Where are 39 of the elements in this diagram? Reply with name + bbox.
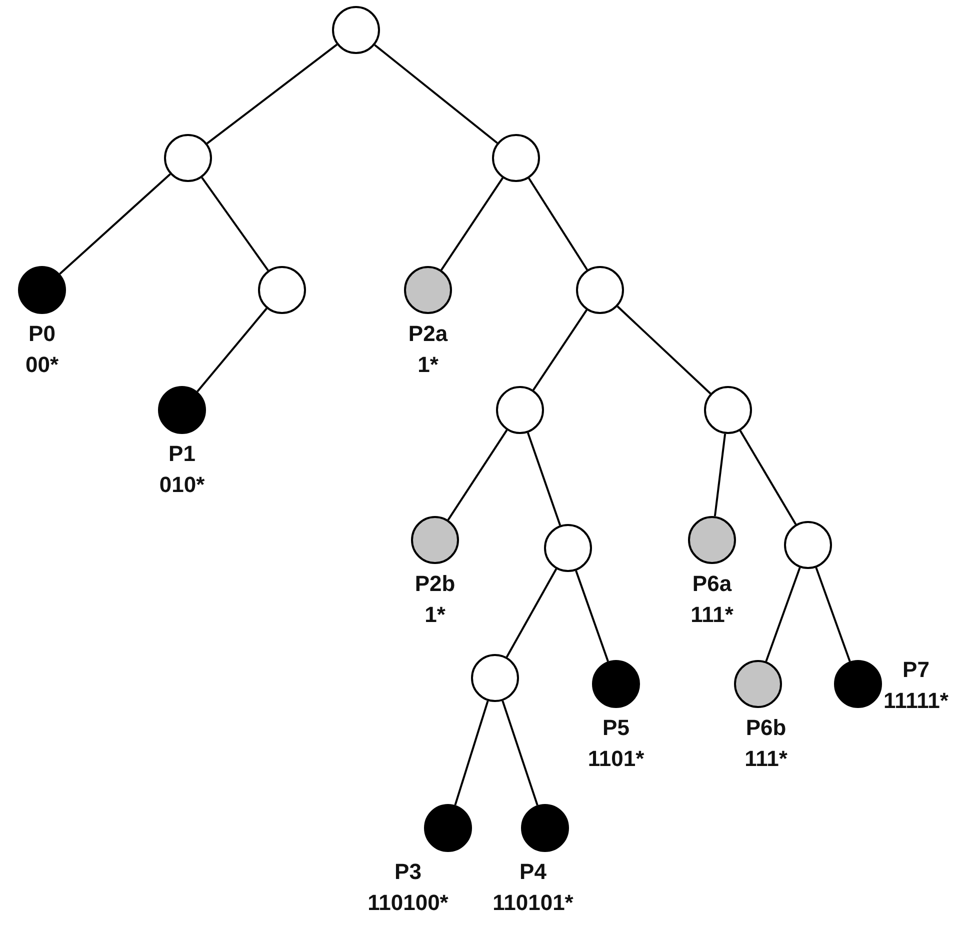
tree-edge — [575, 570, 609, 662]
tree-edge — [201, 176, 269, 272]
tree-edge — [374, 44, 498, 144]
partition-label: P0 — [28, 320, 56, 348]
prefix-label: 11111* — [884, 687, 948, 715]
prefix-label: 1* — [418, 351, 438, 379]
tree-edge — [506, 568, 558, 658]
prefix-label: 110100* — [368, 889, 448, 917]
tree-edge — [502, 700, 538, 806]
tree-edge — [447, 430, 508, 520]
tree-edge — [59, 173, 171, 275]
tree-edge — [206, 44, 338, 144]
prefix-label: 010* — [159, 471, 205, 499]
tree-edge — [616, 306, 712, 394]
tree-edge — [196, 308, 268, 392]
partition-label: P6a — [692, 570, 732, 598]
prefix-label: 111* — [744, 745, 788, 773]
prefix-label: 110101* — [492, 889, 574, 917]
partition-label: P2a — [408, 320, 448, 348]
prefix-label: 00* — [25, 351, 59, 379]
partition-label: P2b — [414, 570, 456, 598]
tree-edge — [440, 177, 504, 271]
tree-edge — [532, 309, 588, 391]
tree-edge — [815, 567, 851, 662]
partition-label: P7 — [902, 656, 930, 684]
tree-edge — [454, 700, 489, 806]
partition-label: P5 — [602, 714, 630, 742]
tree-edge — [765, 567, 801, 662]
prefix-label: 1* — [424, 601, 446, 629]
partition-label: P1 — [168, 440, 196, 468]
partition-label: P3 — [394, 858, 422, 886]
tree-edge — [528, 178, 588, 270]
tree-edge — [714, 434, 726, 516]
partition-label: P4 — [520, 858, 546, 886]
partition-label: P6b — [746, 714, 786, 742]
tree-edge — [526, 432, 562, 526]
prefix-label: 111* — [690, 601, 734, 629]
prefix-label: 1101* — [588, 745, 644, 773]
tree-edge — [739, 430, 797, 525]
